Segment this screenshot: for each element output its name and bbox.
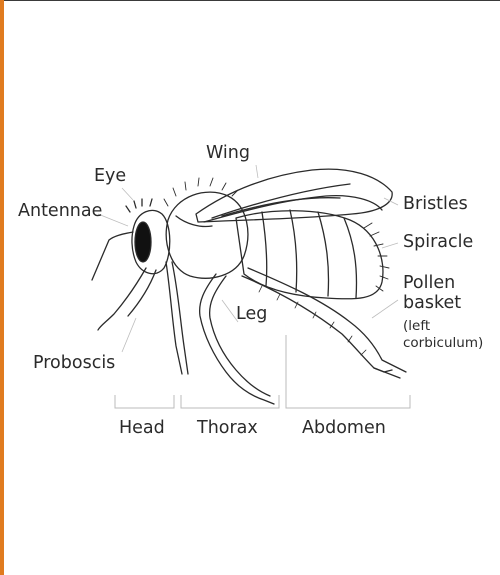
thorax-bristles <box>164 178 238 206</box>
spiracle-label: Spiracle <box>403 234 473 252</box>
proboscis-label: Proboscis <box>33 355 115 373</box>
leg-label: Leg <box>236 306 267 324</box>
eye-shape <box>135 222 151 262</box>
pollen-label-line4: corbiculum) <box>403 337 483 351</box>
thorax-region-label: Thorax <box>197 420 258 438</box>
pollen-label-line2: basket <box>403 295 461 313</box>
proboscis-shape <box>98 268 146 330</box>
bristles-label: Bristles <box>403 196 468 214</box>
eye-label: Eye <box>94 168 126 186</box>
abdomen-shape <box>236 210 383 299</box>
front-leg <box>166 262 188 374</box>
head-region-label: Head <box>119 420 165 438</box>
thorax-shape <box>166 192 248 278</box>
middle-leg <box>200 274 274 404</box>
abdomen-bristles <box>364 223 389 291</box>
antennae-label: Antennae <box>18 203 102 221</box>
abdomen-region-label: Abdomen <box>302 420 386 438</box>
wing-label: Wing <box>206 145 250 163</box>
region-brackets <box>115 335 410 408</box>
pollen-label-line3: (left <box>403 320 430 334</box>
antenna-shape <box>92 232 133 280</box>
pollen-label-line1: Pollen <box>403 275 455 293</box>
